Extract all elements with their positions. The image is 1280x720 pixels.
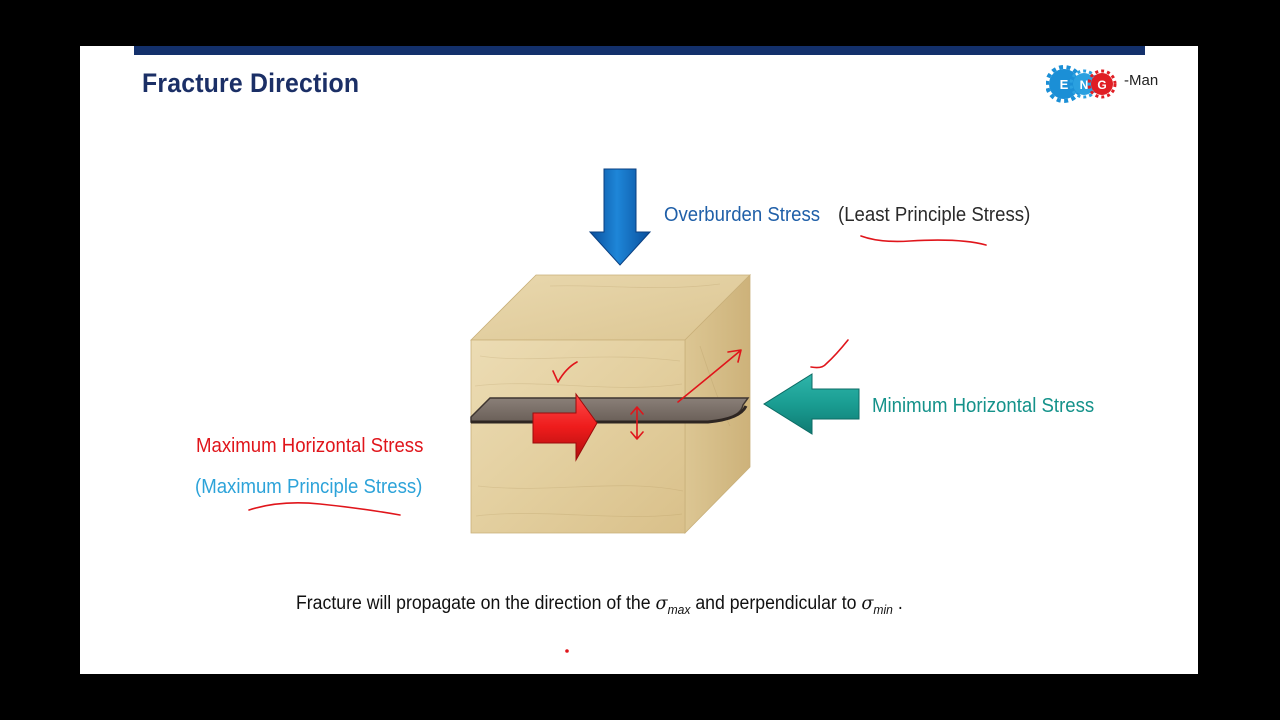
underline-mark — [860, 235, 987, 246]
max-principle-stress-label: (Maximum Principle Stress) — [195, 476, 423, 498]
ink-dot — [565, 649, 569, 653]
caption-text-after: . — [892, 593, 903, 614]
caption-text-before: Fracture will propagate on the direction… — [296, 593, 656, 614]
logo-letter-e: E — [1060, 77, 1069, 92]
handwritten-annotations — [248, 235, 987, 653]
logo-letter-n: N — [1080, 78, 1089, 92]
sigma-min-subscript: min — [873, 601, 893, 617]
sigma-max-symbol: σ — [655, 592, 668, 614]
direction-arrow-icon — [677, 349, 742, 403]
sigma-max-subscript: max — [667, 601, 691, 617]
max-horizontal-stress-label: Maximum Horizontal Stress — [196, 435, 424, 457]
double-arrow-icon — [630, 406, 644, 440]
fracture-caption: Fracture will propagate on the direction… — [296, 592, 903, 617]
gear-icon — [1087, 69, 1117, 99]
top-accent-bar — [134, 46, 1145, 55]
stress-diagram — [248, 168, 987, 653]
least-principle-stress-label: (Least Principle Stress) — [838, 204, 1031, 226]
logo-suffix: -Man — [1124, 72, 1159, 89]
overburden-stress-label: Overburden Stress — [664, 204, 821, 226]
fracture-plane — [470, 397, 750, 424]
eng-man-logo: E N G — [1046, 65, 1117, 103]
overburden-arrow — [588, 168, 652, 266]
logo-letter-g: G — [1097, 78, 1106, 92]
check-mark-icon — [810, 339, 849, 369]
min-horizontal-arrow — [763, 373, 860, 435]
max-horizontal-arrow — [532, 392, 598, 462]
caption-text-middle: and perpendicular to — [690, 593, 862, 614]
sigma-min-symbol: σ — [861, 592, 874, 614]
min-horizontal-stress-label: Minimum Horizontal Stress — [872, 395, 1095, 417]
slide: Fracture Direction E N G -Man — [80, 46, 1198, 674]
slide-title: Fracture Direction — [142, 68, 360, 98]
underline-mark — [248, 502, 401, 516]
check-mark-icon — [552, 361, 578, 383]
